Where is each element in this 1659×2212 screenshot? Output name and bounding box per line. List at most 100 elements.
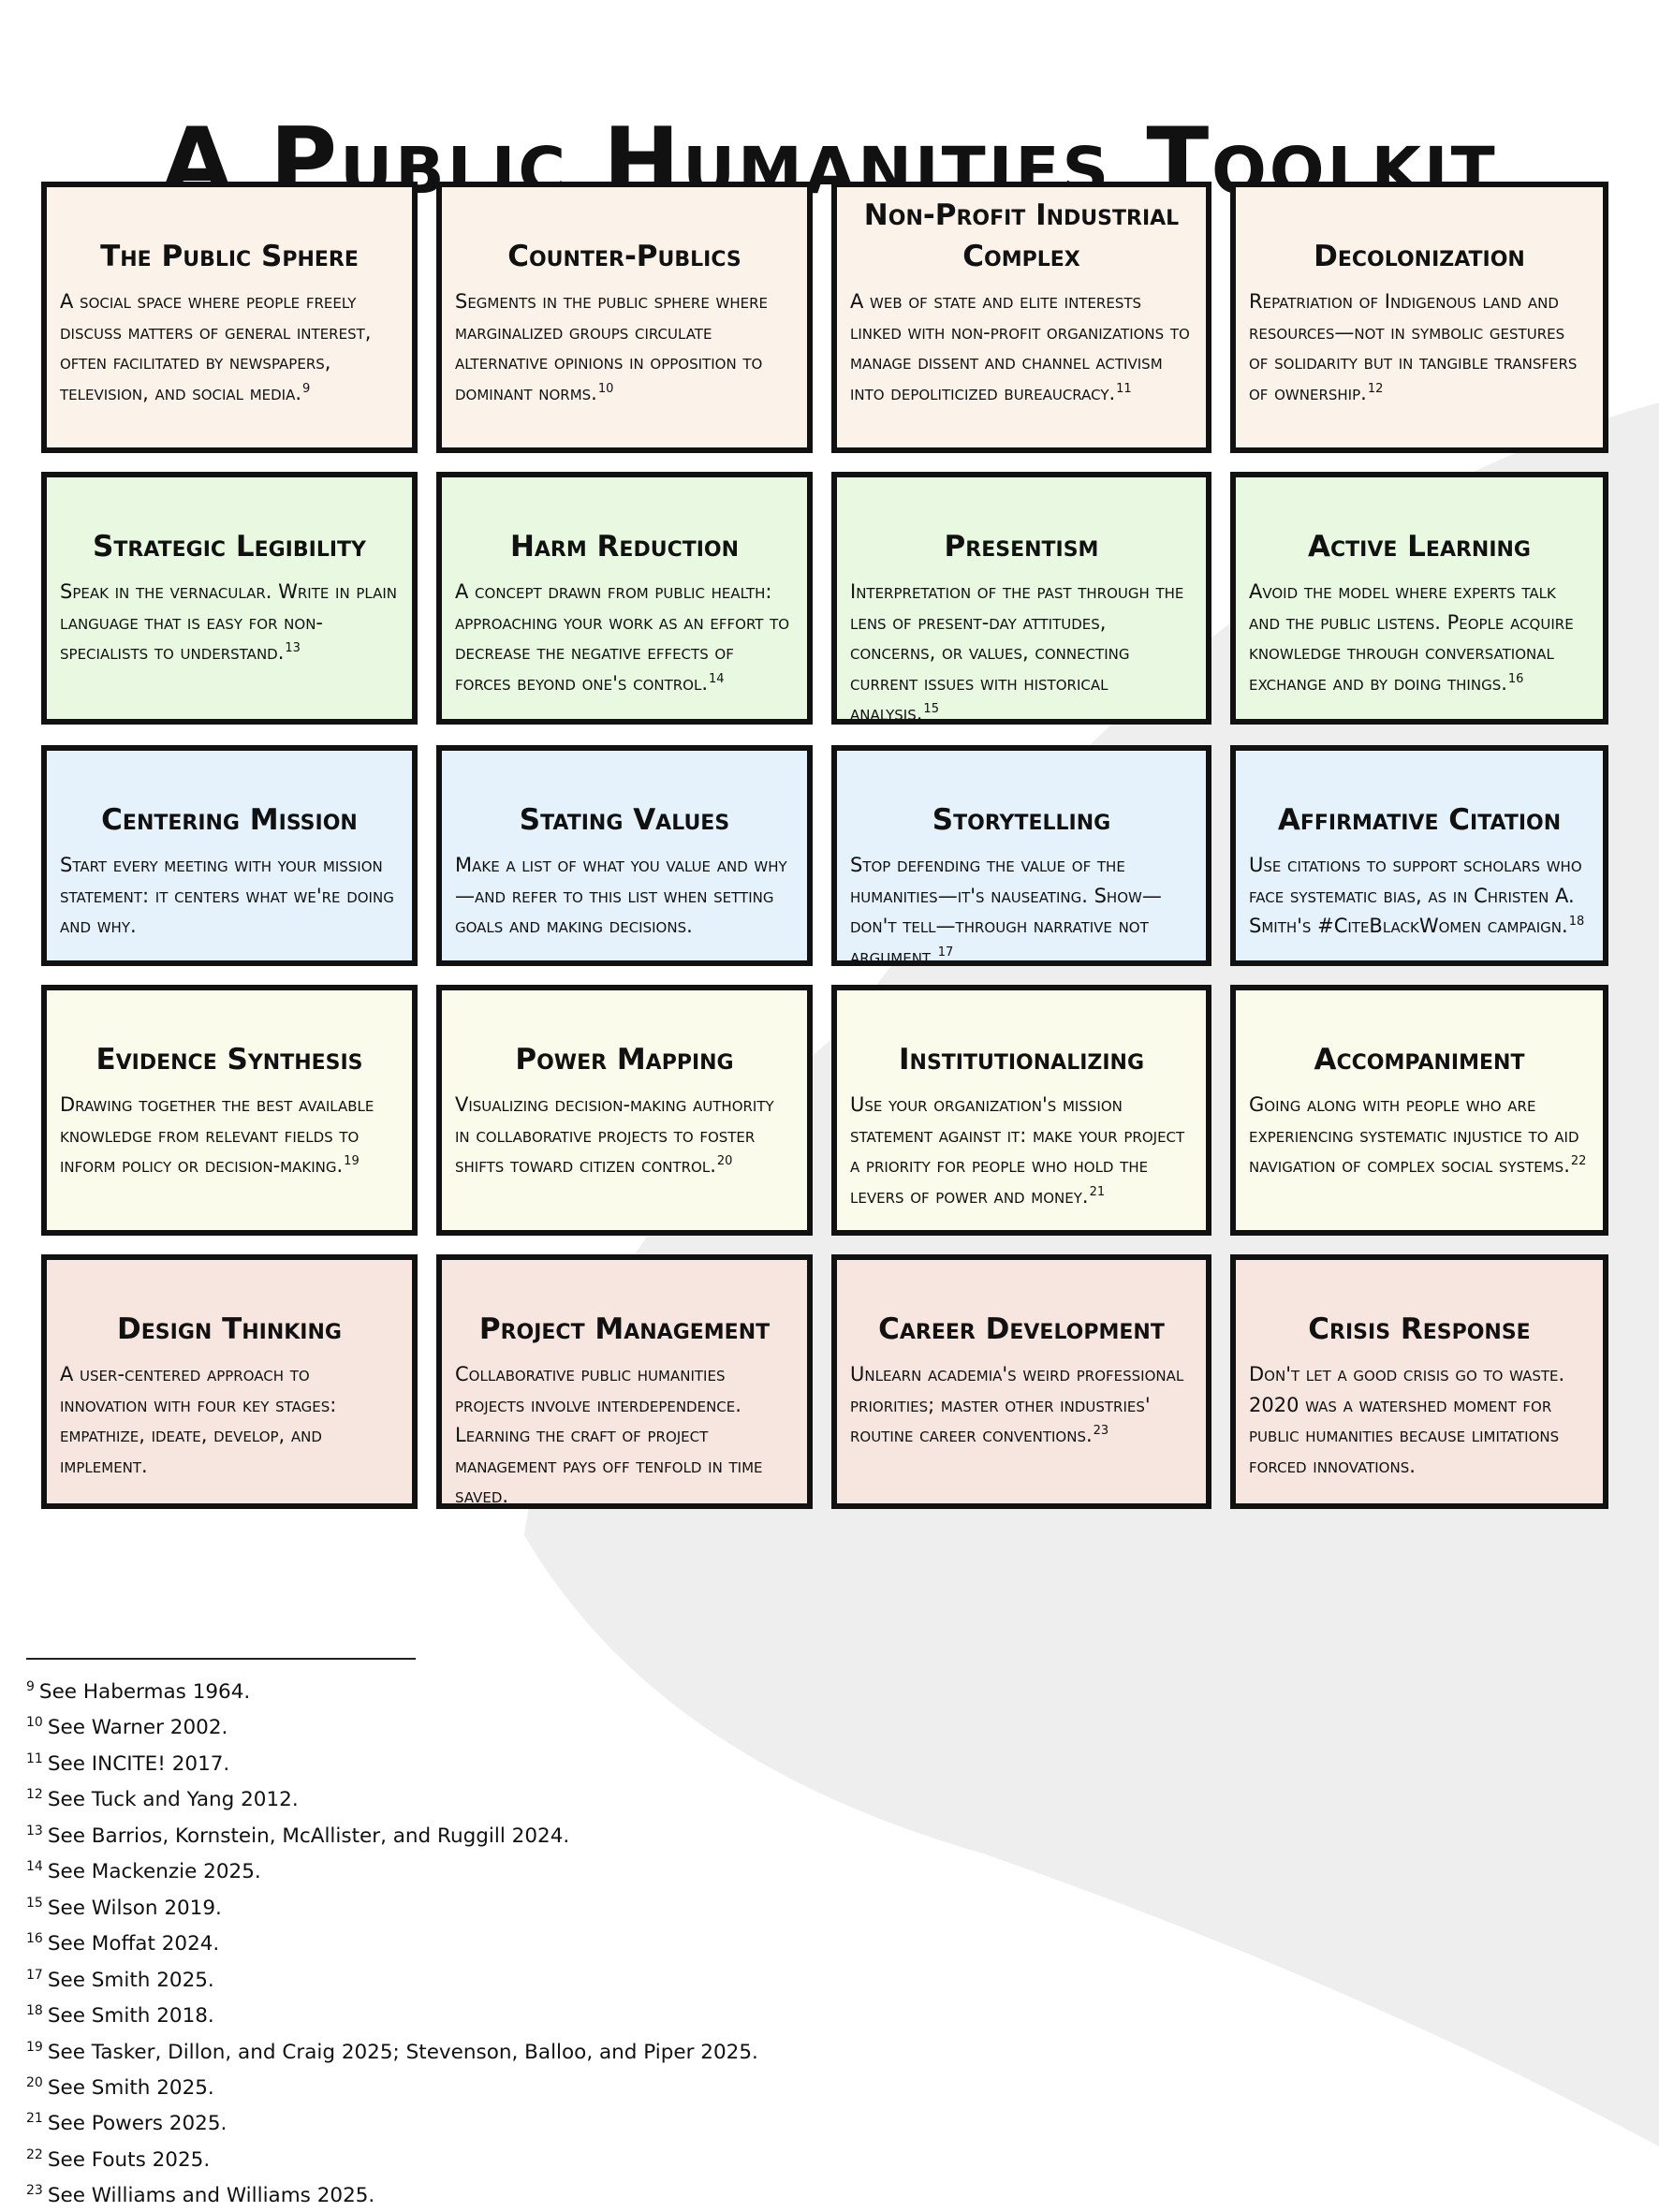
card-description: A concept drawn from public health: appr… (455, 577, 794, 698)
footnote-number: 20 (26, 2074, 43, 2090)
card-description-text: Segments in the public sphere where marg… (455, 290, 768, 404)
card-description: Repatriation of Indigenous land and reso… (1249, 286, 1590, 408)
footnote-text: See Mackenzie 2025. (47, 1860, 261, 1884)
footnote-number: 15 (26, 1895, 43, 1911)
footnote-number: 18 (26, 2003, 43, 2019)
card-title: Active Learning (1308, 530, 1531, 564)
card-title: Non-Profit Industrial Complex (863, 198, 1180, 273)
footnote-ref[interactable]: 18 (1568, 915, 1585, 929)
footnote-number: 17 (26, 1967, 43, 1983)
card-description-text: A web of state and elite interests linke… (850, 290, 1190, 404)
card-title: Harm Reduction (509, 530, 740, 564)
footnote-ref[interactable]: 22 (1570, 1154, 1587, 1168)
card-title: Affirmative Citation (1277, 803, 1562, 837)
footnote-ref[interactable]: 15 (923, 702, 939, 716)
footnote-ref[interactable]: 19 (344, 1154, 360, 1168)
footnote-ref[interactable]: 16 (1507, 671, 1524, 686)
card-title: Presentism (944, 530, 1099, 564)
card-description-text: A social space where people freely discu… (60, 290, 372, 404)
footnote-ref[interactable]: 14 (709, 671, 725, 686)
footnote-ref[interactable]: 9 (302, 381, 311, 396)
footnote-text: See Moffat 2024. (47, 1932, 220, 1956)
footnote-text: See Smith 2025. (47, 1968, 214, 1992)
footnote-ref[interactable]: 12 (1367, 381, 1384, 396)
card-description: Use citations to support scholars who fa… (1249, 850, 1590, 942)
card-title: Stating Values (519, 803, 730, 837)
card-description: A social space where people freely discu… (60, 286, 399, 408)
card-description: Drawing together the best available know… (60, 1090, 399, 1181)
footnote-text: See Powers 2025. (47, 2112, 228, 2136)
card-description-text: Make a list of what you value and why—an… (455, 854, 787, 937)
card-description-text: Avoid the model where experts talk and t… (1249, 580, 1574, 695)
card-description-text: Start every meeting with your mission st… (60, 854, 394, 937)
footnote-text: See Habermas 1964. (38, 1680, 251, 1705)
toolkit-grid: The Public Sphere A social space where pe… (41, 182, 1614, 1509)
footnote-ref[interactable]: 20 (716, 1154, 733, 1168)
footnote-ref[interactable]: 10 (597, 381, 614, 396)
card-title: Storytelling (932, 803, 1111, 837)
card-title: Crisis Response (1308, 1312, 1531, 1346)
footnote-ref[interactable]: 11 (1116, 381, 1132, 396)
card-title: Project Management (478, 1312, 771, 1346)
card-description-text: Use your organization's mission statemen… (850, 1093, 1185, 1208)
card-description-text: Interpretation of the past through the l… (850, 580, 1184, 725)
footnote-number: 13 (26, 1823, 43, 1838)
footnote-ref[interactable]: 21 (1089, 1184, 1106, 1199)
card-description: A web of state and elite interests linke… (850, 286, 1193, 408)
card-title: Institutionalizing (899, 1043, 1144, 1077)
card-description: Make a list of what you value and why—an… (455, 850, 794, 942)
card-description-text: Repatriation of Indigenous land and reso… (1249, 290, 1578, 404)
card-description-text: A concept drawn from public health: appr… (455, 580, 790, 695)
card-description: Start every meeting with your mission st… (60, 850, 399, 942)
card-title: Power Mapping (515, 1043, 734, 1077)
footnote-text: See Tuck and Yang 2012. (47, 1788, 299, 1812)
toolkit-card: The Public Sphere A social space where pe… (41, 182, 418, 453)
footnote-ref[interactable]: 17 (937, 945, 954, 960)
card-description-text: Drawing together the best available know… (60, 1093, 374, 1177)
footnote-number: 11 (26, 1751, 43, 1766)
footnote-text: See Smith 2025. (47, 2076, 214, 2101)
toolkit-card: Harm Reduction A concept drawn from publi… (436, 472, 813, 725)
card-description: A user-centered approach to innovation w… (60, 1359, 399, 1481)
card-title: The Public Sphere (100, 240, 359, 273)
card-description-text: Don't let a good crisis go to waste. 202… (1249, 1363, 1565, 1477)
footnote-ref[interactable]: 13 (285, 641, 301, 655)
card-description-text: Collaborative public humanities projects… (455, 1363, 763, 1507)
card-title: Centering Mission (101, 803, 358, 837)
footnote-text: See Fouts 2025. (47, 2148, 211, 2173)
card-description: Going along with people who are experien… (1249, 1090, 1590, 1181)
card-description: Segments in the public sphere where marg… (455, 286, 794, 408)
footnote-number: 19 (26, 2039, 43, 2055)
card-title: Evidence Synthesis (95, 1043, 363, 1077)
toolkit-card: Non-Profit Industrial Complex A web of st… (831, 182, 1211, 453)
footnote-ref[interactable]: 23 (1093, 1424, 1109, 1438)
card-description-text: Use citations to support scholars who fa… (1249, 854, 1582, 937)
card-description: Collaborative public humanities projects… (455, 1359, 794, 1512)
footnote-text: See Tasker, Dillon, and Craig 2025; Stev… (47, 2040, 758, 2064)
footnote-rule (26, 1658, 416, 1660)
footnote-number: 12 (26, 1787, 43, 1803)
